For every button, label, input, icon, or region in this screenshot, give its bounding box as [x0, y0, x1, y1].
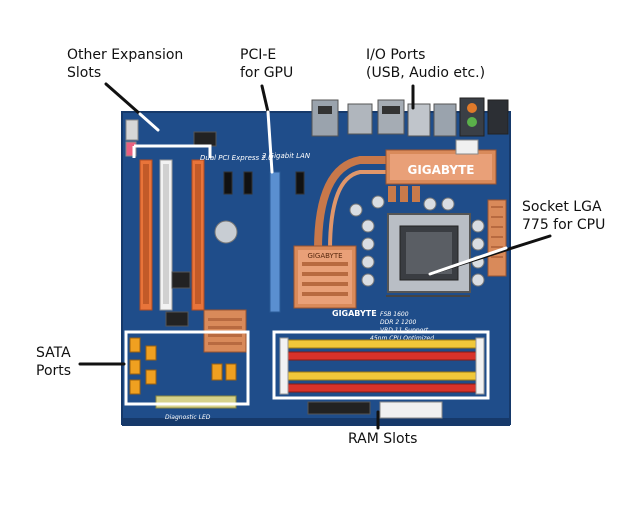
label-io-ports: I/O Ports (USB, Audio etc.): [366, 47, 486, 81]
diag-text: Diagnostic LED: [165, 414, 211, 421]
cpu-socket: [386, 213, 471, 297]
heatpipe: [328, 170, 420, 251]
sata-ports: [129, 337, 237, 395]
header-connector: [125, 141, 137, 157]
pcie-x1-slot: [295, 171, 305, 195]
label-ram-slots: RAM Slots: [348, 431, 418, 447]
label-socket-cpu: Socket LGA 775 for CPU: [522, 199, 606, 233]
power-connector: [455, 139, 479, 155]
spec-brand: GIGABYTE: [332, 309, 377, 318]
chipset-brand-text: GIGABYTE: [307, 252, 342, 260]
pcie-x1-slot: [243, 171, 253, 195]
chip: [193, 131, 217, 147]
label-other-expansion-slots: Other Expansion Slots: [67, 47, 184, 81]
cmos-battery: [214, 220, 238, 244]
pointer-lines-white: [138, 110, 508, 276]
bios-chip: [171, 271, 191, 289]
header-connector: [125, 119, 139, 141]
spec-line: DDR 2 1200: [380, 319, 416, 326]
model-text: 2 Gigabit LAN: [262, 152, 311, 160]
ram-slots: [279, 337, 485, 395]
io-connectors: [311, 97, 509, 137]
northbridge-heatsink: [293, 245, 357, 309]
pcie-x1-slot: [223, 171, 233, 195]
highlight-boxes: [124, 144, 490, 406]
heatpipe: [314, 156, 420, 251]
right-heatsink: [487, 199, 507, 277]
expansion-slots: [139, 159, 205, 311]
chip: [165, 311, 189, 327]
label-pcie-gpu: PCI-E for GPU: [240, 47, 294, 81]
vrm-heatsink: [385, 149, 497, 202]
pcb-bottom-shadow: [122, 418, 510, 426]
floppy-connector: [307, 401, 371, 415]
model-text: Dual PCI Express 2.0: [200, 154, 273, 162]
brand-text: GIGABYTE: [407, 163, 474, 177]
atx-power-connector: [379, 401, 443, 419]
spec-line: FSB 1600: [380, 311, 409, 318]
spec-line: 45nm CPU Optimized: [370, 335, 434, 342]
label-sata-ports: SATA Ports: [36, 345, 72, 379]
pcie-gpu-slot: [269, 171, 281, 313]
ide-connector: [155, 395, 237, 409]
